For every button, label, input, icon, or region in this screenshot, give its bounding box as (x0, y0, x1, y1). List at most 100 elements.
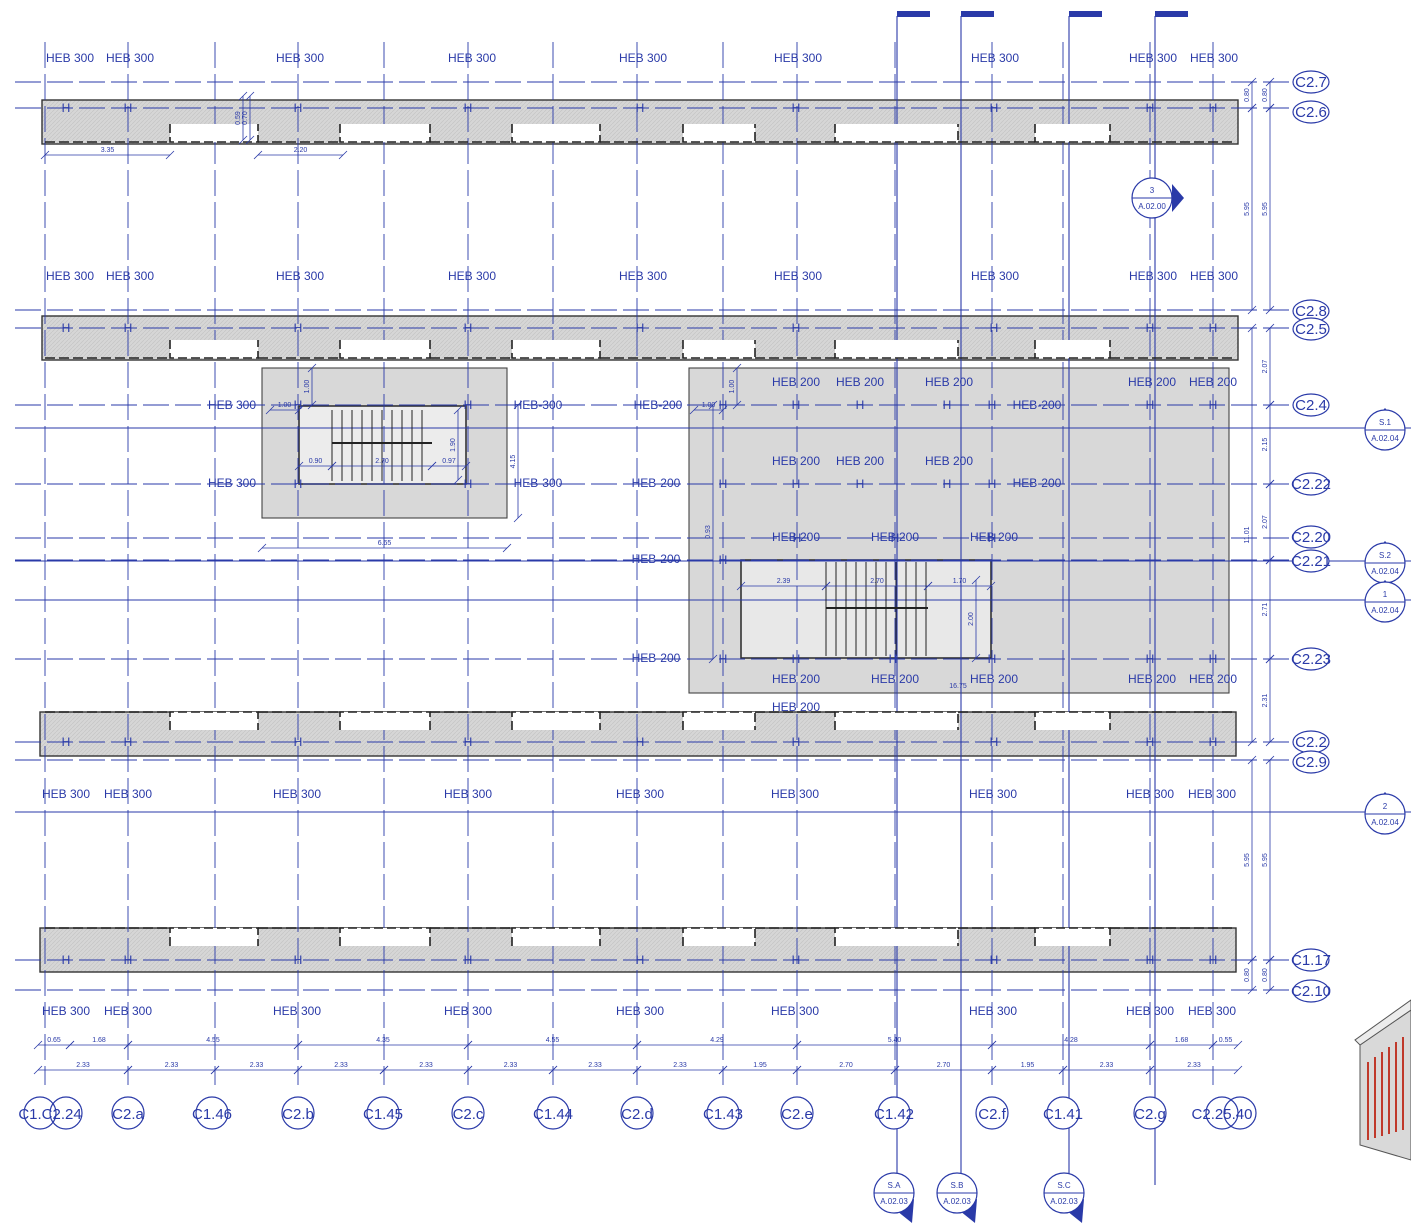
dimension-label: 16.75 (949, 683, 967, 690)
column-symbol: H (294, 398, 303, 412)
axis-bubble-label: C2.8 (1295, 303, 1327, 320)
axis-bubble-label: C2.a (112, 1106, 144, 1123)
column-symbol: H (988, 652, 997, 666)
dimension-tick (548, 1065, 558, 1075)
section-marker-sheet: A.02.03 (880, 1197, 908, 1206)
dimension-tick (1247, 985, 1257, 995)
wall-recess (682, 340, 756, 359)
wall-recess (511, 711, 601, 730)
section-marker-sheet: A.02.03 (943, 1197, 971, 1206)
section-marker-id: S.2 (1379, 551, 1392, 560)
dimension-label: 4.15 (510, 455, 517, 469)
dimension-tick (513, 513, 523, 523)
dimension-tick (718, 1065, 728, 1075)
column-symbol: H (856, 398, 865, 412)
beam-label: HEB-300 (514, 476, 563, 490)
beam-label: HEB-200 (1013, 398, 1062, 412)
dimension-tick (821, 581, 831, 591)
dimension-tick (1265, 955, 1275, 965)
dimension-tick (1265, 400, 1275, 410)
column-symbol: H (294, 735, 303, 749)
dimension-label: 0.80 (1244, 88, 1251, 102)
column-symbol: H (464, 953, 473, 967)
section-marker-sheet: A.02.04 (1371, 434, 1399, 443)
beam-label: HEB 300 (273, 1004, 321, 1018)
beam-label: HEB 200 (871, 672, 919, 686)
column-symbol: H (1209, 321, 1218, 335)
axis-bubble-label: C2.21 (1291, 553, 1331, 570)
dimension-label: 4.28 (1064, 1037, 1078, 1044)
beam-label: HEB 200 (772, 530, 820, 544)
axis-bubble-label: C2.d (621, 1106, 653, 1123)
axis-bubble (23, 1096, 57, 1130)
axis-bubble (877, 1096, 911, 1130)
dimension-tick (210, 1065, 220, 1075)
wall-recess (682, 711, 756, 730)
dimension-tick (453, 405, 463, 415)
section-cut-flag (1155, 11, 1188, 17)
grid-lines (15, 11, 1411, 1185)
beam-label: HEB 200 (836, 375, 884, 389)
dimension-label: 2.31 (1262, 694, 1269, 708)
section-cut-flag (961, 11, 994, 17)
beam-label: HEB 300 (774, 269, 822, 283)
dimension-tick (461, 461, 471, 471)
dimension-tick (1233, 1040, 1243, 1050)
column-symbol: H (464, 398, 473, 412)
section-marker: S.B A.02.03 (936, 1172, 978, 1223)
beam-label: HEB 200 (970, 672, 1018, 686)
column-symbol: H (792, 398, 801, 412)
beam-label: HEB 200 (1128, 375, 1176, 389)
section-marker-sheet: A.02.04 (1371, 606, 1399, 615)
dimension-label: 1.90 (450, 438, 457, 452)
dimension-tick (708, 400, 718, 410)
beam-label: HEB 300 (46, 269, 94, 283)
dimension-label: 3.35 (101, 147, 115, 154)
section-marker-id: S.B (951, 1181, 964, 1190)
column-symbol: H (636, 321, 645, 335)
dimension-label: 5.95 (1262, 202, 1269, 216)
dimension-tick (1145, 1065, 1155, 1075)
wall-recess (1034, 927, 1111, 946)
column-symbol: H (294, 101, 303, 115)
beam-label: HEB 200 (871, 530, 919, 544)
section-cut-flag (897, 11, 930, 17)
axis-bubble (1133, 1096, 1167, 1130)
beam-label: HEB 300 (1188, 787, 1236, 801)
axis-bubble (111, 1096, 145, 1130)
dimension-label: 5.95 (1262, 853, 1269, 867)
dimension-tick (971, 575, 981, 585)
dimension-label: 0.70 (242, 111, 249, 125)
column-symbol: H (719, 553, 728, 567)
dimension-label: 1.95 (753, 1062, 767, 1069)
beam-label: HEB 200 (772, 454, 820, 468)
dimension-tick (33, 1040, 43, 1050)
beam-label: HEB 300 (969, 1004, 1017, 1018)
dimension-label: 1.00 (304, 380, 311, 394)
axis-bubble-label: C2.23 (1291, 651, 1331, 668)
axis-bubble (975, 1096, 1009, 1130)
beam-label: HEB 300 (1190, 269, 1238, 283)
dimension-tick (65, 1040, 75, 1050)
axis-bubble-label: C1.45 (363, 1106, 403, 1123)
beam-label: HEB 200 (836, 454, 884, 468)
column-symbol: H (990, 321, 999, 335)
beam-label: HEB 200 (925, 375, 973, 389)
dimension-tick (987, 1065, 997, 1075)
dimension-tick (294, 405, 304, 415)
dimension-label: 0.80 (1262, 88, 1269, 102)
dimension-label: 2.33 (504, 1062, 518, 1069)
dimension-tick (463, 1040, 473, 1050)
beam-label: HEB-200 (634, 398, 683, 412)
dimension-label: 1.68 (92, 1037, 106, 1044)
beam-label: HEB 300 (1129, 51, 1177, 65)
dimension-tick (294, 461, 304, 471)
column-symbol: H (62, 321, 71, 335)
wall-outlines (45, 124, 1236, 946)
column-symbol: H (636, 101, 645, 115)
beam-label: HEB 300 (276, 51, 324, 65)
axis-bubble-label: C1.41 (1043, 1106, 1083, 1123)
dimension-label: 0.80 (1244, 968, 1251, 982)
beam-label: HEB 200 (970, 530, 1018, 544)
